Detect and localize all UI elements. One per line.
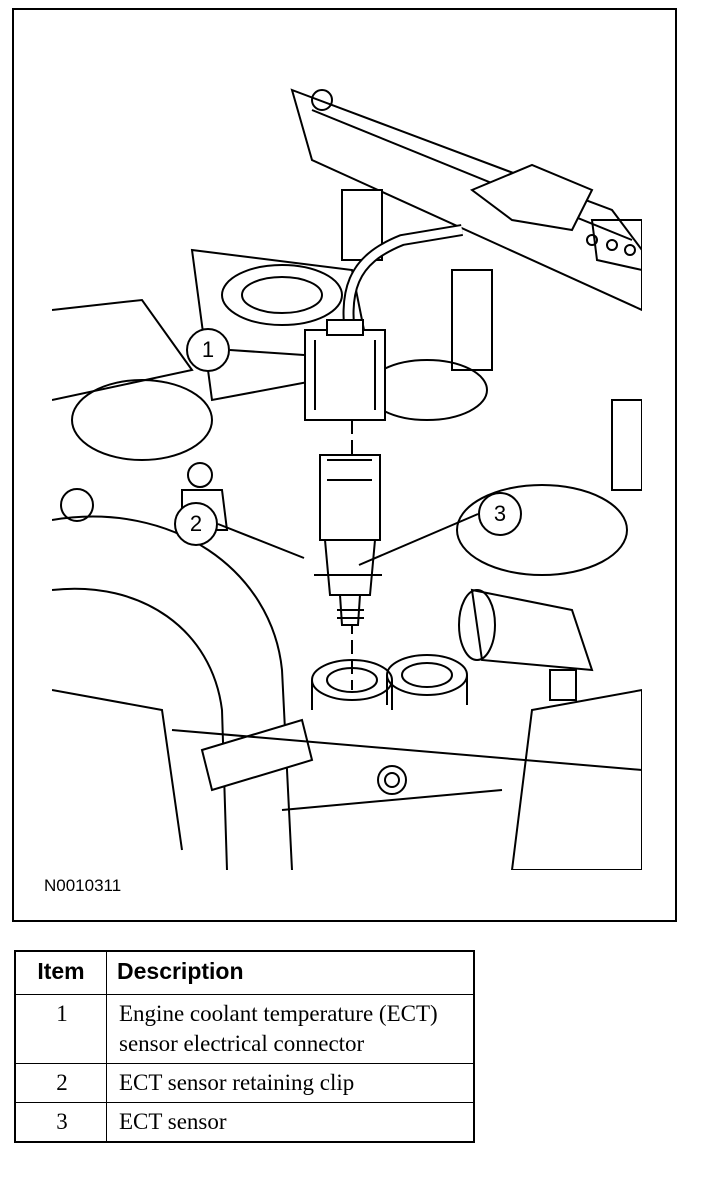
row-item: 1 — [14, 994, 107, 1064]
row-item: 3 — [14, 1102, 107, 1143]
row-description: ECT sensor — [106, 1102, 475, 1143]
figure-frame: 1 2 3 N0010311 — [12, 8, 677, 922]
engine-line-drawing — [52, 88, 642, 870]
callout-3: 3 — [478, 492, 522, 536]
table-row: 2 ECT sensor retaining clip — [14, 1063, 475, 1103]
row-item: 2 — [14, 1063, 107, 1103]
figure-id-label: N0010311 — [44, 876, 122, 895]
table-row: 3 ECT sensor — [14, 1102, 475, 1143]
callout-2: 2 — [174, 502, 218, 546]
table-row: 1 Engine coolant temperature (ECT) senso… — [14, 994, 475, 1064]
callout-1: 1 — [186, 328, 230, 372]
header-item: Item — [14, 950, 107, 995]
header-description: Description — [106, 950, 475, 995]
legend-header-row: Item Description — [14, 950, 475, 995]
legend-table: Item Description 1 Engine coolant temper… — [14, 950, 475, 1143]
row-description: Engine coolant temperature (ECT) sensor … — [106, 994, 475, 1064]
row-description: ECT sensor retaining clip — [106, 1063, 475, 1103]
